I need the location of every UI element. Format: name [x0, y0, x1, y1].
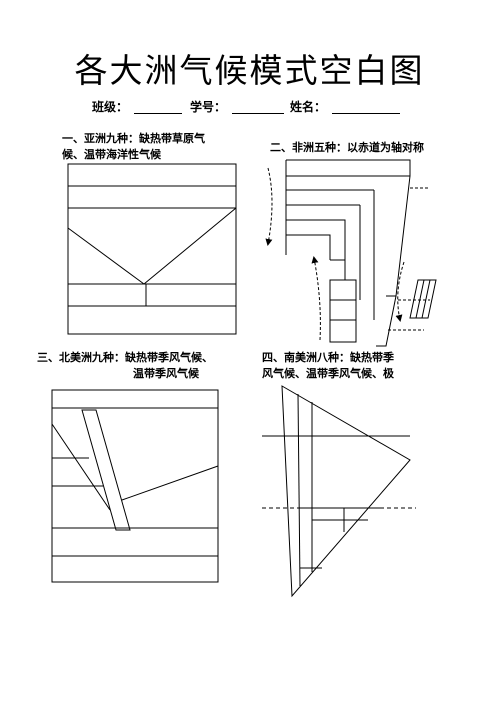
asia-caption: 一、亚洲九种：缺热带草原气 候、温带海洋性气候	[62, 131, 205, 163]
page-title: 各大洲气候模式空白图	[74, 51, 425, 90]
africa-arrows	[265, 167, 430, 341]
name-blank[interactable]	[332, 113, 400, 114]
asia-caption-line2: 候、温带海洋性气候	[62, 148, 161, 161]
class-label: 班级：	[92, 100, 129, 114]
name-label: 姓名：	[290, 100, 327, 114]
africa-diagram	[285, 159, 437, 347]
asia-caption-line1: 一、亚洲九种：缺热带草原气	[62, 132, 205, 145]
south-america-caption-line1: 四、南美洲八种：缺热带季	[262, 351, 394, 364]
student-id-label: 学号：	[190, 100, 227, 114]
north-america-caption-line2: 温带季风气候	[133, 367, 199, 380]
asia-diagram	[67, 163, 237, 335]
africa-caption: 二、非洲五种：以赤道为轴对称	[270, 140, 424, 156]
north-america-caption-line1: 三、北美洲九种：缺热带季风气候、	[37, 351, 213, 364]
north-america-diagram	[51, 389, 219, 583]
class-blank[interactable]	[134, 113, 182, 114]
student-id-blank[interactable]	[232, 113, 284, 114]
south-america-caption-line2: 风气候、温带季风气候、极	[262, 367, 394, 380]
africa-caption-line1: 二、非洲五种：以赤道为轴对称	[270, 141, 424, 154]
north-america-caption: 三、北美洲九种：缺热带季风气候、 温带季风气候	[37, 350, 213, 382]
south-america-diagram	[262, 385, 411, 598]
south-america-caption: 四、南美洲八种：缺热带季 风气候、温带季风气候、极	[262, 350, 394, 382]
